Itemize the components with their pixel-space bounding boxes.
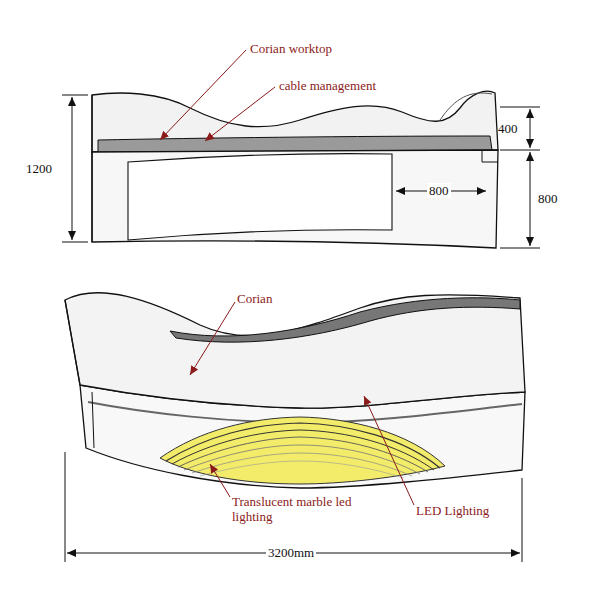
dimension-label: 800	[427, 183, 451, 198]
callout-label: cable management	[279, 78, 376, 93]
dimension-label: 1200	[26, 161, 52, 176]
dimension-label: 800	[538, 191, 558, 206]
callout-label: Translucent marble led lighting	[232, 494, 352, 524]
callout-label: LED Lighting	[416, 503, 489, 518]
callout-label: Corian worktop	[250, 41, 332, 56]
dimension-label: 3200mm	[266, 545, 316, 560]
dimension-label: 400	[498, 121, 518, 136]
callout-label: Corian	[237, 291, 272, 306]
